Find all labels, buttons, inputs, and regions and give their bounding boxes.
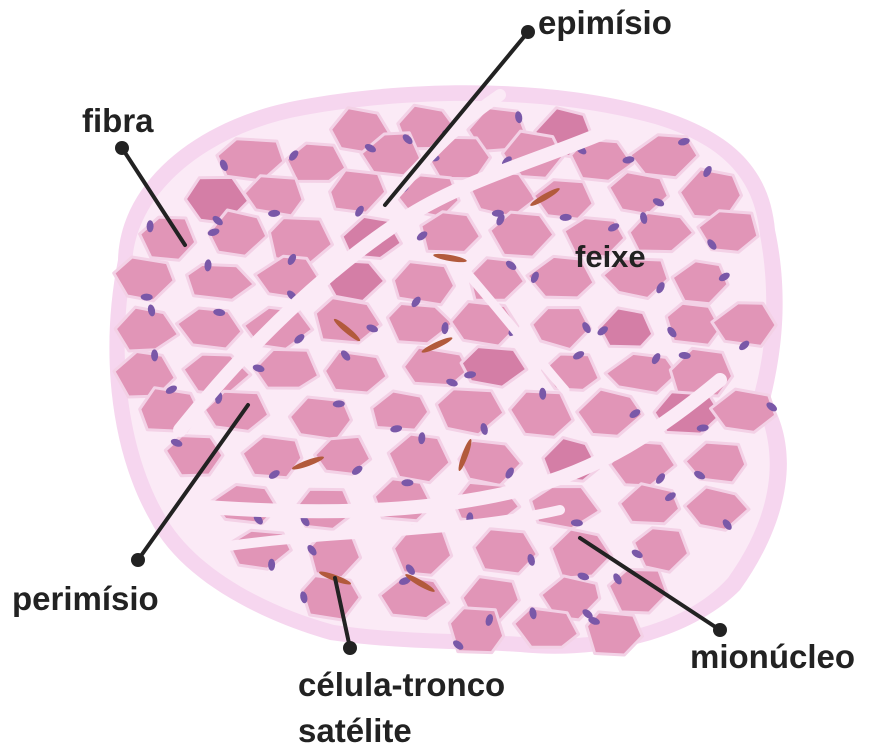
- muscle-fiber: [393, 262, 454, 305]
- myonucleus: [268, 559, 275, 571]
- satelite-label: satélite: [298, 712, 412, 749]
- fibra-label: fibra: [82, 102, 154, 139]
- mionucleo-label: mionúcleo: [690, 638, 855, 675]
- mionucleo-leader-dot: [713, 623, 727, 637]
- epimisio-label: epimísio: [538, 4, 672, 41]
- celula-leader-dot: [343, 641, 357, 655]
- perimisio-label: perimísio: [12, 580, 159, 617]
- fibra-leader-dot: [115, 141, 129, 155]
- epimisio-leader-dot: [521, 25, 535, 39]
- celula-tronco-label: célula-tronco: [298, 666, 505, 703]
- perimisio-leader-dot: [131, 553, 145, 567]
- muscle-fiber: [403, 347, 469, 386]
- feixe-label: feixe: [575, 239, 646, 274]
